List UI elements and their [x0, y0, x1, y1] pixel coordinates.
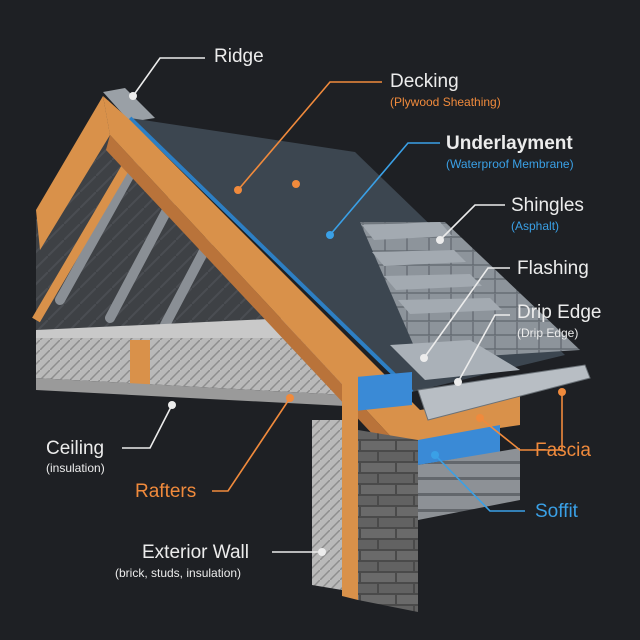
fascia-leader [479, 417, 530, 451]
shingles-note: (Asphalt) [511, 219, 560, 233]
flashing-label: Flashing [517, 258, 589, 279]
underlayment-edge [128, 116, 414, 394]
soffit-label: Soffit [535, 501, 578, 522]
underlayment-leader [329, 142, 440, 236]
gutter [417, 364, 591, 421]
ceiling-note: (insulation) [46, 461, 105, 475]
wall-insulation [312, 420, 342, 590]
left-rafter [36, 96, 110, 250]
drip-edge-note: (Drip Edge) [517, 326, 579, 340]
rafters-label: Rafters [135, 481, 197, 502]
decking-dot [234, 186, 242, 194]
rafter-face [106, 135, 394, 440]
flashing-dot [420, 354, 428, 362]
ridge-dot [129, 92, 137, 100]
exterior-wall-note: (brick, studs, insulation) [115, 566, 242, 580]
exterior-wall-dot [318, 548, 326, 556]
fascia-dot-2 [558, 388, 566, 396]
main-rafter [103, 96, 420, 440]
decking-label: Decking [390, 71, 459, 92]
shingle-courses [360, 222, 580, 360]
underlayment-label: Underlayment [446, 133, 573, 154]
drip-edge-leader [457, 314, 510, 383]
ridge-leader [132, 57, 205, 97]
ceiling-joist [130, 340, 150, 388]
exterior-wall-label: Exterior Wall [142, 542, 249, 563]
ridge-cap [103, 88, 155, 122]
soffit-leader [434, 454, 525, 512]
fascia-dot [476, 414, 484, 422]
leader-dots [129, 92, 566, 556]
soffit-vent-upper [345, 372, 412, 412]
flashing-leader [423, 267, 510, 359]
shingles-label: Shingles [511, 195, 584, 216]
wall-stud [342, 370, 358, 600]
ceiling-leader [122, 404, 173, 449]
leader-lines [122, 57, 563, 553]
soffit-dot [431, 451, 439, 459]
ceiling-insulation [36, 338, 345, 395]
rafters-leader [212, 397, 291, 492]
flashing-strip [390, 340, 520, 380]
brick-wall [358, 430, 418, 612]
rafters-dot [286, 394, 294, 402]
ceiling-dot [168, 401, 176, 409]
underlayment-note: (Waterproof Membrane) [446, 157, 574, 171]
siding-wall [418, 448, 520, 520]
decking-note: (Plywood Sheathing) [390, 95, 501, 109]
drip-edge-dot [454, 378, 462, 386]
ceiling-label: Ceiling [46, 438, 105, 459]
decking-dot-2 [292, 180, 300, 188]
ceiling-drywall [36, 378, 345, 406]
ridge-label: Ridge [214, 46, 264, 67]
attic-left-rafter [32, 157, 134, 323]
shingles-leader [439, 204, 505, 241]
underlayment-dot [326, 231, 334, 239]
fascia-leader-2 [530, 392, 563, 451]
shingles-dot [436, 236, 444, 244]
fascia-label: Fascia [535, 440, 591, 461]
decking-leader [237, 81, 382, 191]
drip-edge-label: Drip Edge [517, 302, 602, 323]
